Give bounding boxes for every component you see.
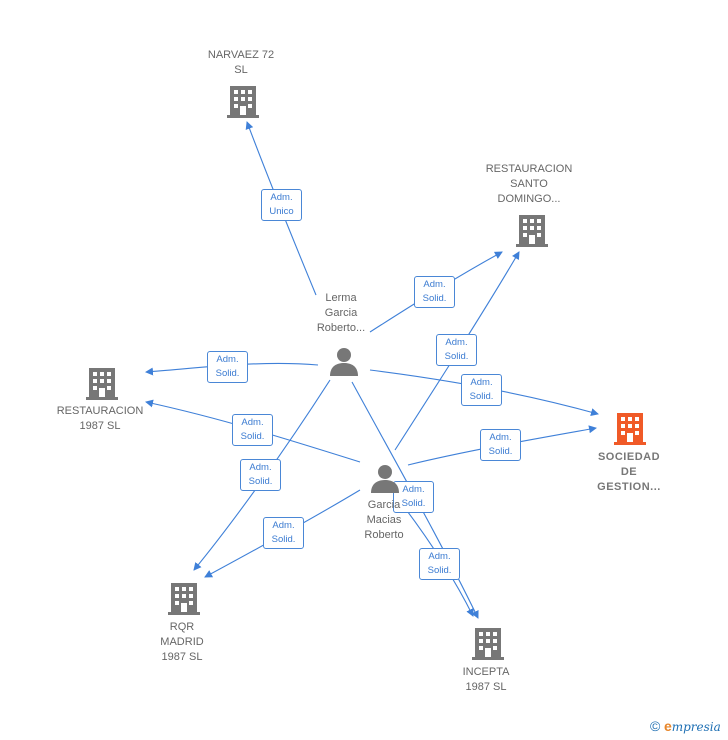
edge-label: Adm.Solid. (263, 517, 304, 549)
brand-footer: © empresia (650, 718, 721, 734)
brand-logo-text: mpresia (671, 720, 721, 734)
edge-label: Adm.Solid. (240, 459, 281, 491)
building-icon[interactable] (614, 411, 646, 445)
edge-label: Adm.Solid. (461, 374, 502, 406)
edge-label: Adm.Solid. (232, 414, 273, 446)
person-icon[interactable] (370, 463, 400, 493)
edge-label: Adm.Solid. (207, 351, 248, 383)
edge-label: Adm.Solid. (414, 276, 455, 308)
person-icon[interactable] (329, 346, 359, 376)
copyright-symbol: © (650, 718, 661, 734)
edge-label: Adm.Unico (261, 189, 302, 221)
building-icon[interactable] (472, 626, 504, 660)
building-icon[interactable] (86, 366, 118, 400)
edge-label: Adm.Solid. (393, 481, 434, 513)
edge-label: Adm.Solid. (419, 548, 460, 580)
building-icon[interactable] (227, 84, 259, 118)
edge-label: Adm.Solid. (480, 429, 521, 461)
edge-label: Adm.Solid. (436, 334, 477, 366)
brand-logo-initial: e (663, 718, 672, 734)
building-icon[interactable] (516, 213, 548, 247)
building-icon[interactable] (168, 581, 200, 615)
